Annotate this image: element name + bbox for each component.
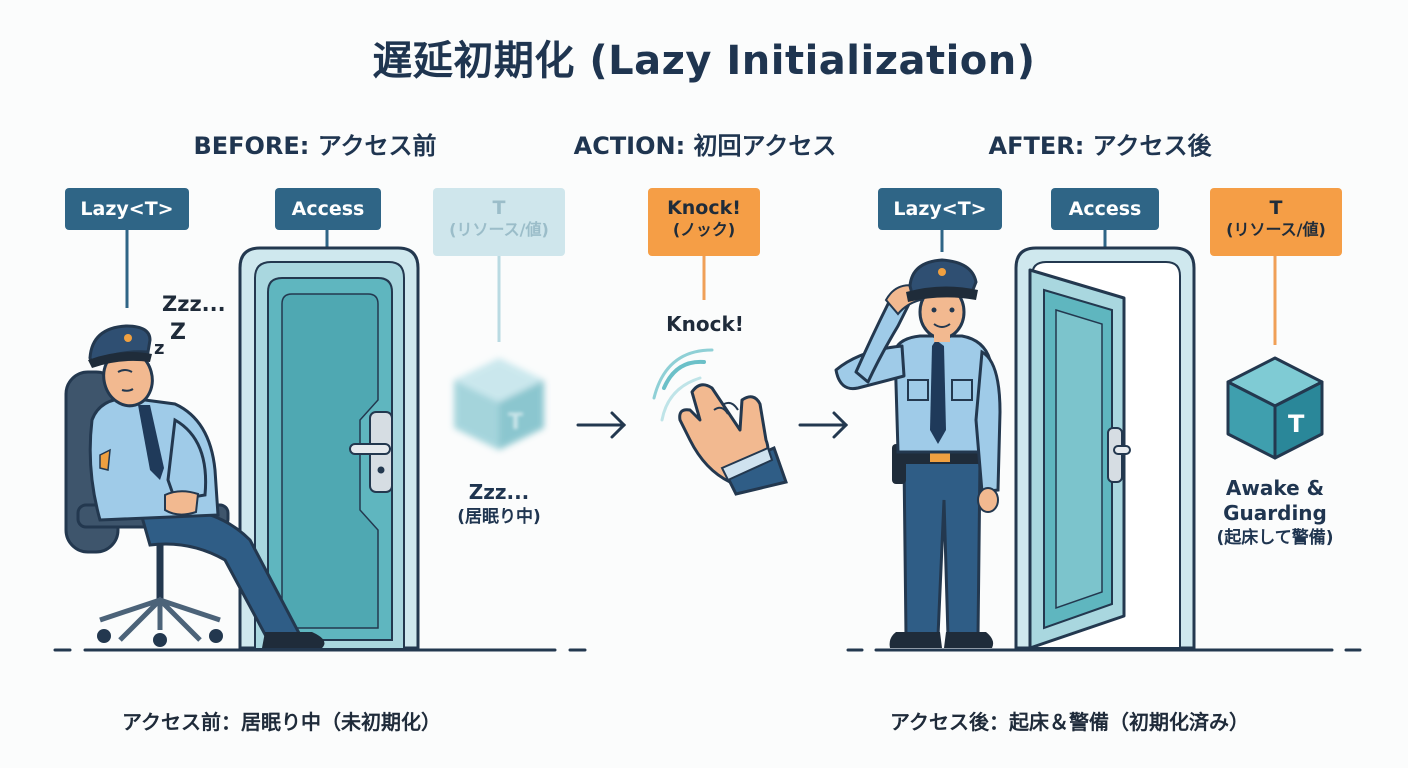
- page-title: 遅延初期化 (Lazy Initialization): [372, 38, 1036, 84]
- cube-after-caption: Awake & Guarding (起床して警備): [1200, 476, 1350, 551]
- tag-lazy-t-after: Lazy<T>: [878, 188, 1002, 230]
- arrow-right-icon: [576, 411, 627, 439]
- action-heading: ACTION: 初回アクセス: [573, 132, 837, 160]
- cube-before-blurred: [454, 358, 544, 450]
- tag-resource-after-sub: (リソース/値): [1226, 220, 1326, 239]
- cube-before-caption: Zzz... (居眠り中): [430, 480, 568, 530]
- sleep-z-small: z: [154, 338, 165, 359]
- tag-resource-after: T (リソース/値): [1210, 188, 1342, 256]
- cube-after: [1226, 356, 1324, 460]
- arrow-right-icon: [798, 411, 849, 439]
- cube-before-label: T: [508, 410, 524, 435]
- tag-knock-sub: (ノック): [672, 220, 736, 239]
- tag-resource-after-label: T: [1269, 197, 1283, 219]
- sleep-z-large: Z: [170, 320, 186, 345]
- cube-after-caption-line2: Guarding: [1223, 501, 1327, 525]
- tag-knock-label: Knock!: [667, 197, 741, 219]
- sleeping-guard: [64, 324, 325, 648]
- tag-access-before: Access: [275, 188, 381, 230]
- before-heading: BEFORE: アクセス前: [193, 132, 437, 160]
- cube-after-label: T: [1288, 410, 1305, 438]
- tag-knock: Knock! (ノック): [648, 188, 760, 256]
- tag-resource-before: T (リソース/値): [433, 188, 565, 256]
- cube-after-caption-line1: Awake &: [1225, 476, 1325, 500]
- after-heading: AFTER: アクセス後: [988, 132, 1212, 160]
- open-door: [1014, 246, 1196, 650]
- saluting-guard: [834, 258, 1002, 648]
- tag-resource-sub: (リソース/値): [449, 220, 549, 239]
- cube-before-caption-main: Zzz...: [468, 480, 530, 504]
- knock-text: Knock!: [666, 312, 744, 336]
- cube-after-caption-sub: (起床して警備): [1216, 528, 1334, 548]
- sleep-text: Zzz...: [162, 292, 226, 316]
- closed-door: [238, 246, 420, 650]
- knock-hand-icon: [652, 348, 788, 496]
- tag-lazy-t-before: Lazy<T>: [65, 188, 189, 230]
- cube-before-caption-sub: (居眠り中): [457, 507, 541, 527]
- footer-before: アクセス前：居眠り中（未初期化）: [122, 710, 441, 734]
- tag-resource-label: T: [492, 197, 506, 219]
- footer-after: アクセス後：起床＆警備（初期化済み）: [890, 710, 1249, 734]
- tag-access-after: Access: [1051, 188, 1159, 230]
